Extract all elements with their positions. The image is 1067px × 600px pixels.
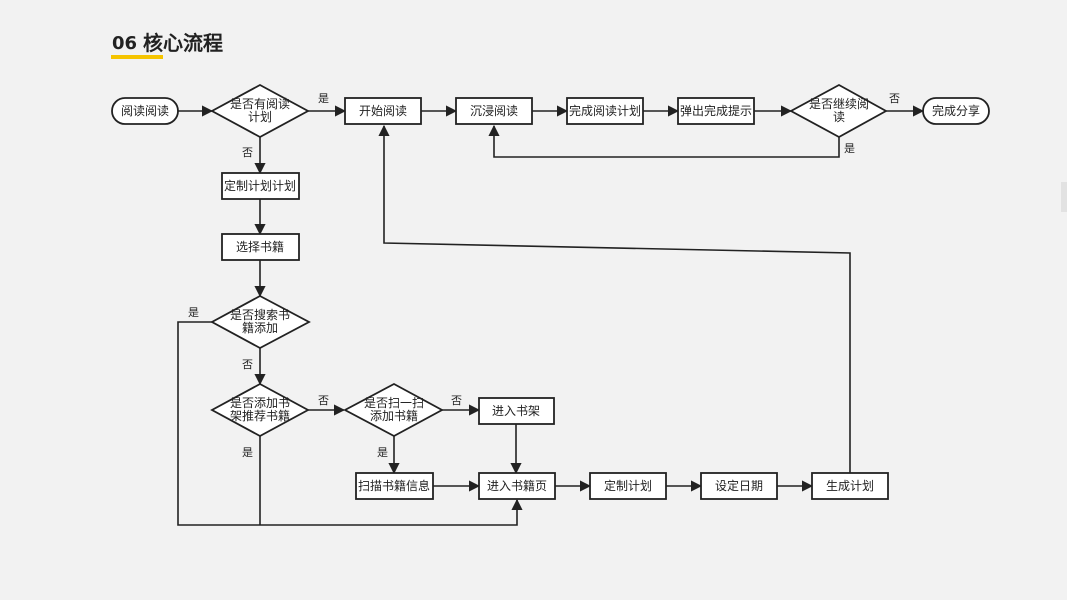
node-select-books: 选择书籍 <box>221 233 300 261</box>
label-search-q-yes: 是 <box>188 306 199 319</box>
node-scan-q: 是否扫一扫 添加书籍 <box>343 382 444 438</box>
node-scan-q-line2: 添加书籍 <box>370 408 418 423</box>
node-custom-plan: 定制计划 <box>589 472 667 500</box>
flow-nodes: 阅读阅读 是否有阅读 计划 开始阅读 沉浸阅读 完成阅读计划 弹出完成提示 是否… <box>111 83 990 500</box>
label-plan-q-no: 否 <box>242 146 253 159</box>
node-finish-plan: 完成阅读计划 <box>566 97 644 125</box>
flow-edges <box>177 105 925 526</box>
edge-labels: 是 否 否 是 是 否 否 是 否 是 <box>188 92 900 459</box>
node-has-plan-q-line2: 计划 <box>248 110 272 124</box>
node-immersive-label: 沉浸阅读 <box>470 104 518 118</box>
node-start-reading-label: 开始阅读 <box>359 104 407 118</box>
node-share-label: 完成分享 <box>932 103 980 118</box>
node-gen-plan: 生成计划 <box>811 472 889 500</box>
node-scan-q-line1: 是否扫一扫 <box>364 396 424 410</box>
node-popup-tip: 弹出完成提示 <box>677 97 755 125</box>
node-book-page-label: 进入书籍页 <box>487 478 547 493</box>
label-shelf-q-no: 否 <box>318 394 329 407</box>
node-gen-plan-label: 生成计划 <box>826 479 874 493</box>
page-edge-tab <box>1061 182 1067 212</box>
node-set-date: 设定日期 <box>700 472 778 500</box>
node-shelf-q-line1: 是否添加书 <box>230 396 290 410</box>
node-book-page: 进入书籍页 <box>478 472 556 500</box>
node-shelf-q-line2: 架推荐书籍 <box>230 408 290 423</box>
node-search-q-line1: 是否搜索书 <box>230 307 290 322</box>
node-custom-plan-label: 定制计划 <box>604 478 652 493</box>
node-has-plan-q: 是否有阅读 计划 <box>210 83 310 139</box>
node-finish-plan-label: 完成阅读计划 <box>569 103 641 118</box>
node-read: 阅读阅读 <box>111 97 179 125</box>
node-share: 完成分享 <box>922 97 990 125</box>
node-make-plan-label: 定制计划计划 <box>224 178 296 193</box>
node-shelf-q: 是否添加书 架推荐书籍 <box>210 382 310 438</box>
node-select-books-label: 选择书籍 <box>236 239 284 254</box>
edge-gen-to-start <box>378 124 851 473</box>
node-has-plan-q-line1: 是否有阅读 <box>230 97 290 111</box>
node-immersive: 沉浸阅读 <box>455 97 533 125</box>
label-plan-q-yes: 是 <box>318 92 329 105</box>
node-scan-info-label: 扫描书籍信息 <box>358 478 430 493</box>
edge-search-q-yes <box>177 321 523 526</box>
node-set-date-label: 设定日期 <box>715 478 763 493</box>
title-underline <box>111 55 163 59</box>
node-enter-shelf: 进入书架 <box>478 397 555 425</box>
node-popup-tip-label: 弹出完成提示 <box>680 103 752 118</box>
node-continue-q-line1: 是否继续阅 <box>809 97 869 111</box>
node-continue-q-line2: 读 <box>833 110 845 124</box>
label-search-q-no: 否 <box>242 358 253 371</box>
label-continue-yes: 是 <box>844 142 855 155</box>
node-start-reading: 开始阅读 <box>344 97 422 125</box>
label-continue-no: 否 <box>889 92 900 105</box>
node-read-label: 阅读阅读 <box>121 104 169 118</box>
label-shelf-q-yes: 是 <box>242 446 253 459</box>
node-search-q: 是否搜索书 籍添加 <box>210 294 311 350</box>
section-number: 06 <box>112 33 137 54</box>
node-continue-q: 是否继续阅 读 <box>789 83 888 139</box>
edge-continue-yes <box>488 124 840 158</box>
node-make-plan: 定制计划计划 <box>221 172 300 200</box>
label-scan-q-yes: 是 <box>377 446 388 459</box>
node-enter-shelf-label: 进入书架 <box>492 404 540 418</box>
node-scan-info: 扫描书籍信息 <box>355 472 434 500</box>
label-scan-q-no: 否 <box>451 394 462 407</box>
section-title: 核心流程 <box>143 31 223 55</box>
node-search-q-line2: 籍添加 <box>242 320 278 335</box>
